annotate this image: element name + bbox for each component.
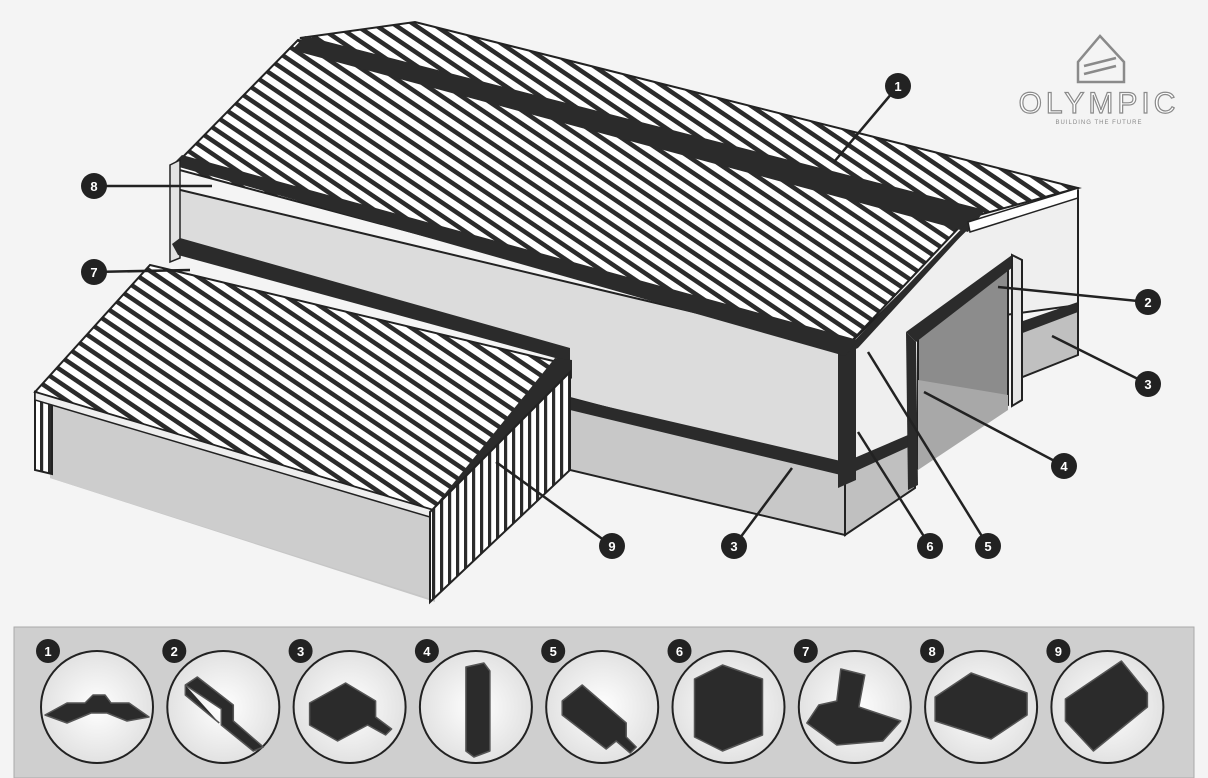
flashing-number-badge — [793, 639, 818, 663]
lean-to-end-wall — [429, 369, 571, 605]
flashing-number-badge — [414, 639, 439, 663]
callout-badges: 1 2 3 3 4 5 6 7 8 9 — [81, 73, 1161, 559]
flashing-number-badge — [36, 639, 60, 663]
callout-5: 5 — [975, 533, 1001, 559]
flashing-item-6: 6 — [667, 639, 786, 764]
svg-text:3: 3 — [1144, 377, 1151, 392]
flashing-number-label: 4 — [423, 644, 431, 659]
lean-to-eave-flashing — [172, 238, 570, 362]
ridge-cap-icon — [44, 694, 150, 724]
flashing-number-label: 3 — [297, 644, 304, 659]
ridge-cap-band — [292, 36, 985, 232]
door-header-trim — [906, 255, 1022, 342]
svg-text:9: 9 — [608, 539, 615, 554]
callout-7: 7 — [81, 259, 107, 285]
flashing-number-badge — [667, 639, 692, 663]
flashing-number-badge — [920, 639, 945, 663]
flashing-item-9: 9 — [1046, 639, 1165, 764]
svg-text:8: 8 — [90, 179, 97, 194]
rake-trim-band — [840, 210, 985, 356]
svg-text:2: 2 — [1144, 295, 1151, 310]
logo-mark-icon — [1076, 34, 1126, 84]
callout-8: 8 — [81, 173, 107, 199]
flashing-item-3: 3 — [288, 639, 407, 764]
brand-tagline: BUILDING THE FUTURE — [1056, 120, 1143, 126]
lean-to-interior — [50, 400, 435, 600]
svg-text:1: 1 — [894, 79, 901, 94]
flashing-item-1: 1 — [36, 639, 154, 764]
door-header-trim-icon — [561, 684, 637, 754]
flashing-number-badge — [162, 639, 187, 663]
flashing-item-2: 2 — [162, 639, 281, 764]
flashing-number-label: 9 — [1055, 644, 1062, 659]
flashing-number-label: 2 — [171, 644, 178, 659]
outside-corner-trim — [838, 345, 856, 488]
brand-name: OLYMPIC — [1019, 87, 1180, 120]
lean-to-annex — [33, 238, 572, 605]
flashing-item-4: 4 — [414, 639, 533, 764]
callout-3-side: 3 — [721, 533, 747, 559]
svg-text:7: 7 — [90, 265, 97, 280]
callout-9: 9 — [599, 533, 625, 559]
flashing-profile-list: 1 2 3 4 5 6 7 8 9 — [36, 639, 1165, 764]
base-flashing-icon — [308, 682, 393, 742]
callout-4: 4 — [1051, 453, 1077, 479]
outside-corner-trim-icon — [693, 664, 764, 752]
end-base-band — [1020, 302, 1078, 334]
flashing-number-badge — [1046, 639, 1071, 663]
gutter-flashing-icon — [934, 672, 1028, 740]
callout-6: 6 — [917, 533, 943, 559]
svg-text:4: 4 — [1060, 459, 1068, 474]
callout-leaders — [93, 85, 1149, 548]
callout-2: 2 — [1135, 289, 1161, 315]
flashing-item-7: 7 — [793, 639, 912, 764]
base-flashing-band — [570, 398, 845, 476]
flashing-number-label: 5 — [550, 644, 557, 659]
j-channel-icon — [465, 662, 491, 758]
flashing-item-8: 8 — [920, 639, 1039, 764]
flashing-number-label: 6 — [676, 644, 683, 659]
flashing-number-label: 8 — [928, 644, 935, 659]
end-base-band-left — [845, 432, 915, 476]
svg-text:5: 5 — [984, 539, 991, 554]
door-interior-floor — [918, 380, 1008, 470]
flashing-number-badge — [288, 639, 313, 663]
main-building — [169, 20, 1082, 537]
door-jamb-left — [906, 332, 918, 490]
flashing-number-badge — [541, 639, 566, 663]
eave-gutter-band — [172, 155, 858, 356]
flashing-number-label: 1 — [44, 644, 51, 659]
eave-flashing-icon — [806, 668, 902, 746]
callout-3-end: 3 — [1135, 371, 1161, 397]
door-jamb-right — [1011, 253, 1023, 408]
flashing-number-label: 7 — [802, 644, 809, 659]
svg-text:3: 3 — [730, 539, 737, 554]
svg-text:6: 6 — [926, 539, 933, 554]
callout-1: 1 — [885, 73, 911, 99]
olympic-logo: OLYMPIC BUILDING THE FUTURE — [1018, 34, 1180, 126]
rake-trim-icon — [1064, 660, 1149, 752]
door-jamb-trim-icon — [184, 676, 265, 752]
flashing-item-5: 5 — [541, 639, 660, 764]
